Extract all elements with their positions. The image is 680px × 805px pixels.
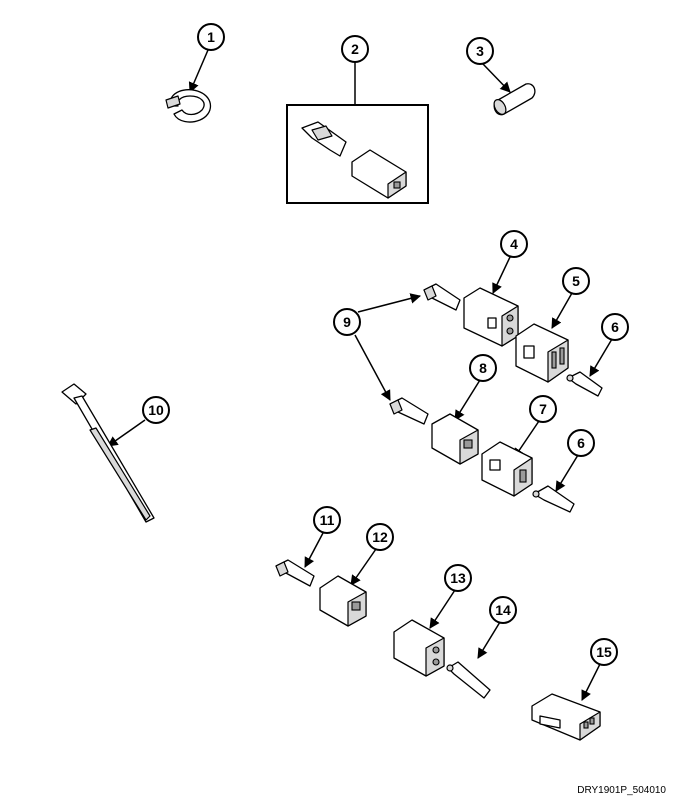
- callout: 6: [567, 429, 595, 457]
- part-13-connector: [393, 619, 445, 677]
- callout: 7: [529, 395, 557, 423]
- callout: 8: [469, 354, 497, 382]
- svg-text:8: 8: [479, 360, 487, 376]
- svg-text:10: 10: [148, 402, 164, 418]
- part-10-cable-tie: [61, 383, 155, 523]
- svg-text:9: 9: [343, 314, 351, 330]
- callout: 11: [313, 506, 341, 534]
- callout: 4: [500, 230, 528, 258]
- svg-text:11: 11: [320, 512, 335, 528]
- leader-lines: [107, 49, 613, 701]
- part-8-connector: [431, 413, 479, 465]
- part-11-terminal: [275, 559, 315, 587]
- part-14-pin: [446, 661, 491, 699]
- svg-text:5: 5: [572, 273, 580, 289]
- svg-text:3: 3: [476, 43, 484, 59]
- part-1-clamp: [165, 89, 212, 123]
- callout: 13: [444, 564, 472, 592]
- part-5-connector: [515, 323, 569, 383]
- svg-text:14: 14: [495, 602, 511, 618]
- callout: 10: [142, 396, 170, 424]
- part-12-connector: [319, 575, 367, 627]
- callout: 2: [341, 35, 369, 63]
- part-3-splice: [493, 83, 536, 116]
- svg-text:2: 2: [351, 41, 359, 57]
- svg-text:13: 13: [450, 570, 466, 586]
- callout: 14: [489, 596, 517, 624]
- part-9-terminal-upper: [423, 283, 461, 311]
- svg-text:6: 6: [577, 435, 585, 451]
- part-6-pin-lower: [532, 485, 575, 513]
- svg-text:12: 12: [372, 529, 388, 545]
- part-4-connector: [463, 287, 519, 347]
- callout: 12: [366, 523, 394, 551]
- svg-text:6: 6: [611, 319, 619, 335]
- callout: 6: [601, 313, 629, 341]
- part-2-terminal-kit: [286, 104, 429, 204]
- part-15-connector: [531, 693, 601, 741]
- svg-text:7: 7: [539, 401, 547, 417]
- part-7-connector: [481, 441, 533, 497]
- svg-text:15: 15: [596, 644, 612, 660]
- callout: 15: [590, 638, 618, 666]
- svg-text:1: 1: [207, 29, 215, 45]
- callout: 1: [197, 23, 225, 51]
- callout: 5: [562, 267, 590, 295]
- part-9-terminal-lower: [389, 397, 429, 425]
- reference-code: DRY1901P_504010: [577, 785, 666, 796]
- part-6-pin-upper: [566, 371, 603, 397]
- callout: 3: [466, 37, 494, 65]
- callout: 9: [333, 308, 361, 336]
- svg-text:4: 4: [510, 236, 518, 252]
